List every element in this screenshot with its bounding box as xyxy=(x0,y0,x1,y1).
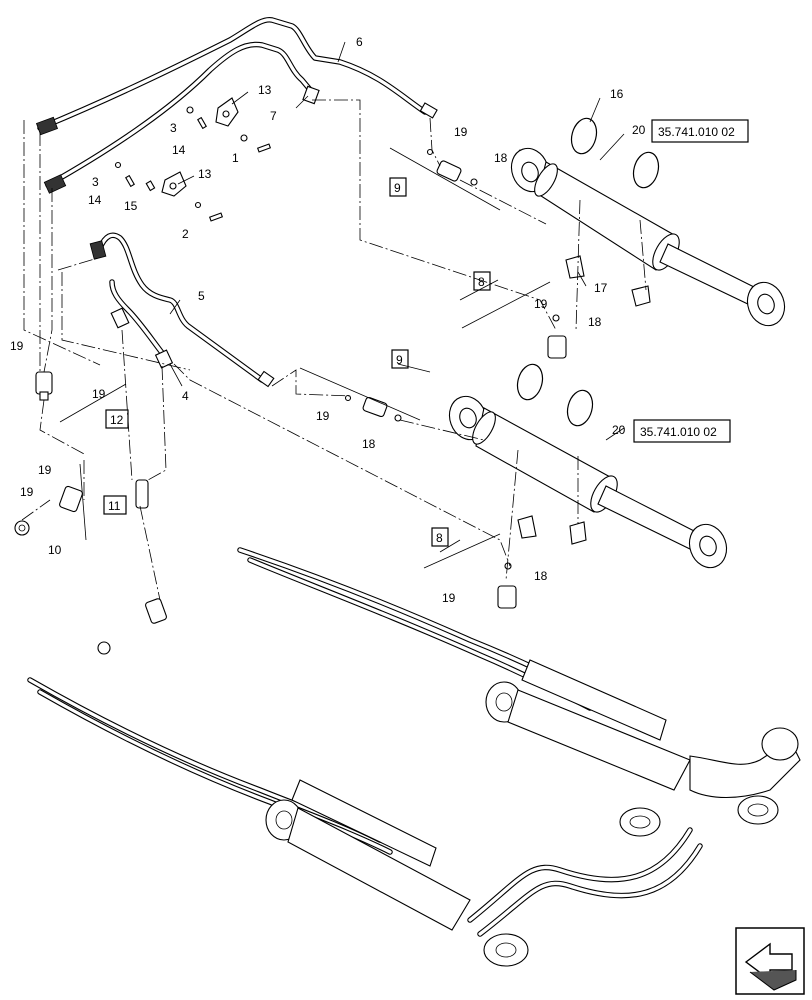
callout-19c: 19 xyxy=(10,339,24,353)
callout-20b: 20 xyxy=(612,423,626,437)
elbow-8-upper xyxy=(547,314,567,359)
callout-16: 16 xyxy=(610,87,624,101)
callout-7: 7 xyxy=(270,109,277,123)
callout-3a: 3 xyxy=(170,121,177,135)
adapter-9-upper xyxy=(426,148,478,186)
center-lines xyxy=(21,99,647,601)
reference-upper-cylinder: 35.741.010 02 xyxy=(658,125,735,139)
callout-18b: 18 xyxy=(588,315,602,329)
box-label-8-upper: 8 xyxy=(478,275,485,289)
callout-13a: 13 xyxy=(258,83,272,97)
reference-lower-cylinder: 35.741.010 02 xyxy=(640,425,717,439)
callout-18c: 18 xyxy=(362,437,376,451)
callout-5: 5 xyxy=(198,289,205,303)
bracket-17 xyxy=(565,255,651,307)
hose-4 xyxy=(109,279,174,369)
callout-19e: 19 xyxy=(316,409,330,423)
callout-19a: 19 xyxy=(454,125,468,139)
callout-3b: 3 xyxy=(92,175,99,189)
callout-19d: 19 xyxy=(92,387,106,401)
callout-13b: 13 xyxy=(198,167,212,181)
elbow-fitting-12 xyxy=(35,371,53,401)
band-clamp-lower xyxy=(516,363,594,427)
box-label-11: 11 xyxy=(108,499,121,513)
hose-7 xyxy=(43,41,320,194)
clamp-13-upper xyxy=(215,97,239,127)
hose-6 xyxy=(35,17,438,136)
callout-4: 4 xyxy=(182,389,189,403)
nut-10 xyxy=(14,520,30,536)
elbow-8-lower xyxy=(497,562,517,609)
callout-19b: 19 xyxy=(534,297,548,311)
adapter-9-lower xyxy=(344,394,402,422)
callout-19g: 19 xyxy=(20,485,34,499)
band-clamp-16 xyxy=(570,117,660,189)
callout-6: 6 xyxy=(356,35,363,49)
box-label-12: 12 xyxy=(110,413,124,427)
callout-18d: 18 xyxy=(534,569,548,583)
callout-19h: 19 xyxy=(442,591,456,605)
callout-14a: 14 xyxy=(172,143,186,157)
hardware-upper xyxy=(114,106,272,222)
fitting-11 xyxy=(59,479,149,513)
arrow-icon[interactable] xyxy=(735,927,805,995)
callout-14b: 14 xyxy=(88,193,102,207)
callout-15: 15 xyxy=(124,199,138,213)
hose-5 xyxy=(89,232,275,388)
callout-19f: 19 xyxy=(38,463,52,477)
assembled-view xyxy=(27,547,801,967)
box-label-9-lower: 9 xyxy=(396,353,403,367)
callout-10: 10 xyxy=(48,543,62,557)
callout-1: 1 xyxy=(232,151,239,165)
box-label-8-lower: 8 xyxy=(436,531,443,545)
elbow-lower-left xyxy=(97,598,167,655)
bracket-lower xyxy=(517,515,587,545)
callout-17: 17 xyxy=(594,281,608,295)
leader-lines xyxy=(169,41,625,441)
callout-2: 2 xyxy=(182,227,189,241)
callout-labels: 1 2 3 3 4 5 6 7 10 13 13 14 14 15 16 17 … xyxy=(10,35,646,605)
box-label-9-upper: 9 xyxy=(394,181,401,195)
clamp-13-lower xyxy=(161,171,187,197)
hydraulic-cylinder-upper xyxy=(510,147,786,327)
callout-20a: 20 xyxy=(632,123,646,137)
boxed-labels: 9 8 9 12 11 8 35.741.010 02 35.741.010 0… xyxy=(103,119,749,547)
callout-18a: 18 xyxy=(494,151,508,165)
